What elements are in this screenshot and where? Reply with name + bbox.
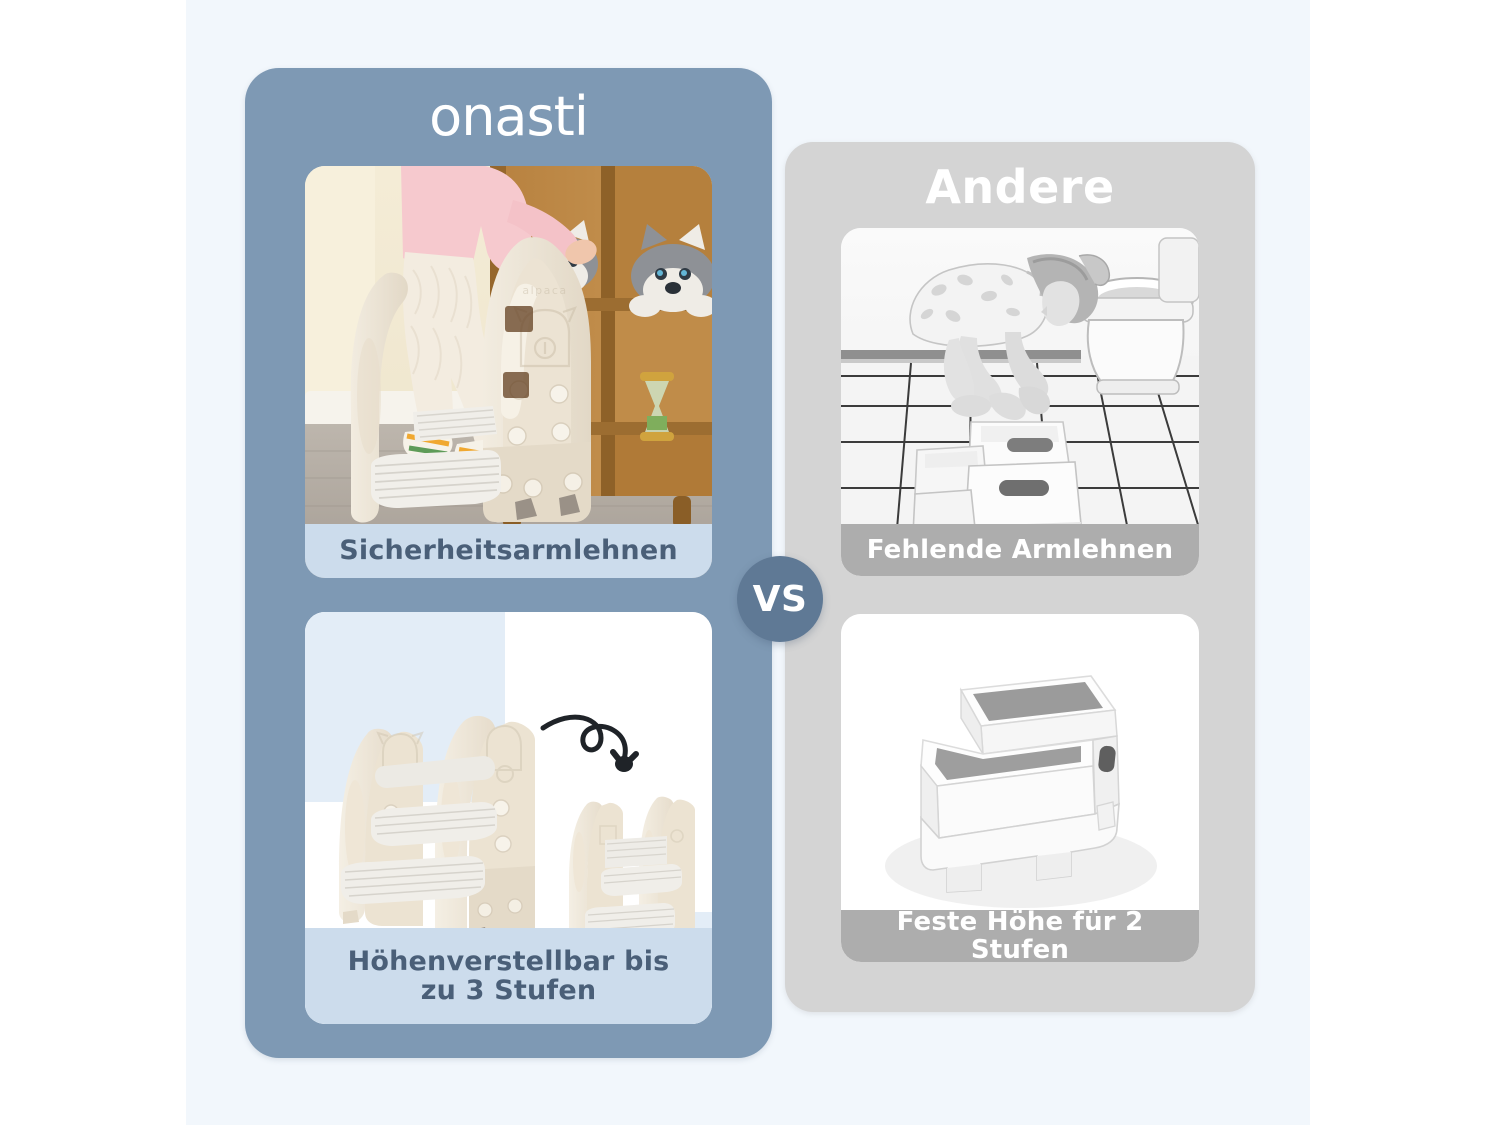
brand-logo: onasti [245, 90, 772, 144]
photo-white-two-step-stool [841, 614, 1199, 962]
hourglass [640, 372, 674, 441]
brand-logo-text: onasti [429, 85, 589, 148]
stool-short [569, 796, 695, 970]
plush-husky-right [629, 224, 712, 317]
svg-text:alpaca: alpaca [522, 284, 567, 297]
card-caption: Höhenverstellbar bis zu 3 Stufen [305, 928, 712, 1024]
two-step-stool-product [920, 675, 1120, 893]
stool-tall [339, 715, 535, 952]
card-safety-armrests[interactable]: alpaca [305, 166, 712, 578]
card-caption-line2: zu 3 Stufen [420, 975, 597, 1006]
girl [909, 254, 1111, 420]
other-panel-title: Andere [925, 160, 1115, 214]
step-stool: alpaca [350, 237, 591, 523]
card-fixed-height[interactable]: Feste Höhe für 2 Stufen [841, 614, 1199, 962]
card-caption-line1: Höhenverstellbar bis [347, 945, 670, 977]
toilet [1080, 237, 1199, 395]
card-missing-armrests[interactable]: Fehlende Armlehnen [841, 228, 1199, 576]
card-caption: Sicherheitsarmlehnen [305, 524, 712, 578]
vs-badge: VS [737, 556, 823, 642]
photo-child-on-stool: alpaca [305, 166, 712, 578]
card-height-adjustable[interactable]: Höhenverstellbar bis zu 3 Stufen [305, 612, 712, 1024]
card-caption: Fehlende Armlehnen [841, 524, 1199, 576]
card-caption: Feste Höhe für 2 Stufen [841, 908, 1199, 962]
